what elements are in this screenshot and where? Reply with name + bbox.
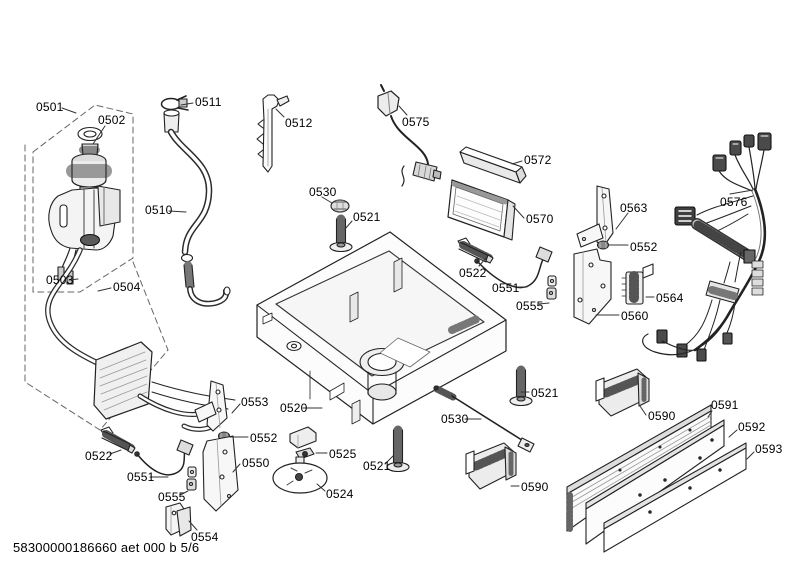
mounting-bracket-drawing [194, 380, 228, 432]
part-label: 0554 [191, 530, 219, 544]
part-label: 0560 [621, 309, 649, 323]
part-label: 0530 [309, 185, 337, 199]
sensor-cable-drawing [377, 84, 442, 187]
part-label: 0576 [720, 195, 748, 209]
part-label: 0570 [526, 212, 554, 226]
part-label: 0551 [492, 281, 520, 295]
mounting-bracket-drawing [576, 185, 614, 248]
part-label: 0511 [195, 95, 222, 109]
part-label: 0550 [242, 456, 270, 470]
part-label: 0521 [531, 386, 559, 400]
clip-drawing [186, 466, 197, 491]
part-label: 0520 [280, 401, 308, 415]
part-label: 0553 [241, 395, 269, 409]
part-label: 0522 [85, 449, 113, 463]
part-label: 0502 [98, 113, 126, 127]
spring-rod-drawing [433, 385, 535, 453]
mounting-bracket-drawing [202, 435, 239, 512]
part-label: 0524 [326, 487, 354, 501]
part-label: 0503 [46, 273, 74, 287]
latch-drawing [289, 426, 317, 464]
rail-pin-drawing [100, 426, 136, 454]
base-assembly-drawing [256, 231, 507, 425]
footer-code: 58300000186660 aet 000 b 5/6 [13, 540, 200, 555]
part-label: 0555 [158, 490, 186, 504]
part-label: 0572 [524, 153, 552, 167]
connector-block-drawing [621, 263, 654, 305]
disc-drawing [272, 462, 328, 494]
inlet-hose-drawing [163, 109, 231, 307]
part-label: 0552 [250, 431, 278, 445]
toe-panel-drawing [603, 442, 747, 553]
cover-piece-drawing [165, 502, 192, 537]
mounting-bracket-drawing [573, 248, 612, 325]
link-cable-drawing [474, 246, 553, 289]
wiring-harness-drawing [642, 132, 772, 362]
part-label: 0593 [755, 442, 783, 456]
screw-drawing [509, 365, 533, 407]
aquastop-valve-drawing [45, 126, 121, 370]
part-label: 0504 [113, 280, 141, 294]
screw-drawing [329, 214, 353, 253]
dashed-outline [24, 104, 169, 431]
part-label: 0564 [656, 291, 684, 305]
control-module-drawing [447, 179, 516, 241]
part-label: 0512 [285, 116, 313, 130]
ribbed-mount-drawing [465, 442, 517, 490]
part-label: 0530 [441, 412, 469, 426]
part-label: 0575 [402, 115, 430, 129]
part-label: 0525 [329, 447, 357, 461]
part-label: 0501 [36, 100, 64, 114]
part-label: 0591 [711, 398, 739, 412]
part-label: 0551 [127, 470, 155, 484]
link-cable-drawing [134, 439, 194, 476]
part-label: 0521 [363, 459, 391, 473]
nut-drawing [596, 240, 610, 250]
part-label: 0552 [630, 240, 658, 254]
part-label: 0521 [353, 210, 381, 224]
bracket-strip-drawing [256, 94, 290, 173]
part-label: 0590 [521, 480, 549, 494]
part-label: 0590 [648, 409, 676, 423]
part-label: 0563 [620, 201, 648, 215]
clip-drawing [546, 275, 557, 300]
leader-lines [61, 102, 755, 531]
rail-pin-drawing [457, 237, 494, 264]
screw-drawing [386, 425, 410, 473]
part-label: 0510 [145, 203, 173, 217]
hose-clamp-drawing [160, 95, 189, 111]
cover-strip-drawing [459, 146, 527, 184]
part-label: 0522 [459, 266, 487, 280]
part-label: 0555 [516, 299, 544, 313]
nut-drawing [330, 199, 350, 213]
part-label: 0592 [738, 420, 766, 434]
ribbed-mount-drawing [595, 368, 650, 417]
